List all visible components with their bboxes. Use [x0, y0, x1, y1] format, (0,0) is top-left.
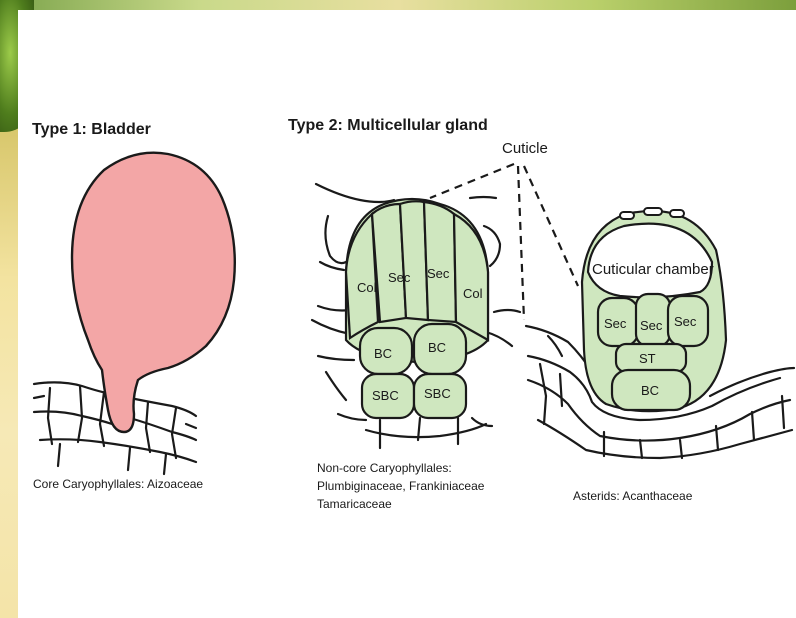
left-caption-line-1: Non-core Caryophyllales: — [317, 461, 452, 475]
left-caption-line-3: Tamaricaceae — [317, 497, 392, 511]
type1-bladder-group: Type 1: Bladder Core Caryophyllales: Aiz… — [32, 121, 235, 491]
left-cell-label-sec1: Sec — [388, 270, 411, 285]
left-col-cell-2 — [454, 214, 488, 340]
cuticle-pointer-3 — [524, 166, 578, 286]
left-gland: Col Sec Sec Col BC BC SBC SBC Non-core C… — [312, 184, 520, 511]
left-cell-label-col2: Col — [463, 286, 483, 301]
chamber-label: Cuticular chamber — [592, 261, 714, 278]
type1-title: Type 1: Bladder — [32, 121, 151, 138]
cuticle-pore-1 — [620, 212, 634, 219]
cuticle-pore-2 — [644, 208, 662, 215]
left-cell-label-sec2: Sec — [427, 266, 450, 281]
left-cell-label-bc2: BC — [428, 340, 446, 355]
right-cell-label-st: ST — [639, 351, 656, 366]
left-cell-label-sbc2: SBC — [424, 386, 451, 401]
right-cell-label-sec3: Sec — [674, 314, 697, 329]
cuticle-label: Cuticle — [502, 140, 548, 157]
right-cell-label-bc: BC — [641, 383, 659, 398]
right-gland: Cuticular chamber Sec Sec Sec ST BC Aste… — [526, 208, 794, 503]
type2-title: Type 2: Multicellular gland — [288, 117, 488, 134]
right-cell-label-sec1: Sec — [604, 316, 627, 331]
cuticle-pointer-2 — [518, 166, 524, 320]
left-cell-label-col1: Col — [357, 280, 377, 295]
left-cell-label-bc1: BC — [374, 346, 392, 361]
left-sec-cell-2 — [424, 202, 456, 322]
type1-caption: Core Caryophyllales: Aizoaceae — [33, 477, 203, 491]
right-caption: Asterids: Acanthaceae — [573, 489, 693, 503]
cuticle-pore-3 — [670, 210, 684, 217]
cuticle-pointer-1 — [430, 164, 514, 198]
right-cell-label-sec2: Sec — [640, 318, 663, 333]
type2-group: Type 2: Multicellular gland Cuticle — [288, 117, 794, 511]
left-caption-line-2: Plumbiginaceae, Frankiniaceae — [317, 479, 485, 493]
left-cell-label-sbc1: SBC — [372, 388, 399, 403]
